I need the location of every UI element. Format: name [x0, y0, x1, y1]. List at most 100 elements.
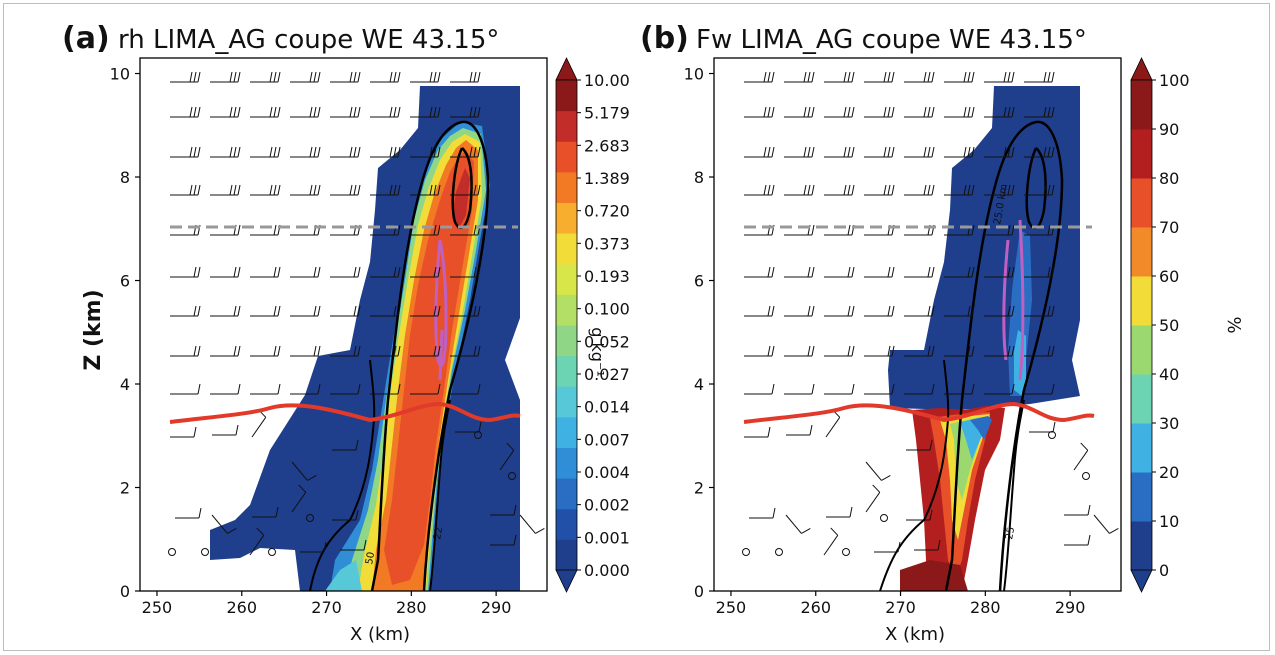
panel-a-xtick-label: 260 — [226, 598, 257, 617]
wind-barb-icon — [210, 266, 241, 278]
panel-b-colorbar-segment — [1131, 80, 1152, 130]
panel-b-colorbar-tick-label: 90 — [1159, 120, 1179, 139]
wind-barb-icon — [904, 71, 935, 83]
wind-barb-icon — [904, 106, 935, 118]
wind-barb-icon — [370, 184, 401, 196]
panel-a-ytick-label: 0 — [120, 582, 130, 601]
panel-a-field: 50 22 — [210, 86, 520, 591]
wind-barb-icon — [914, 539, 941, 551]
panel-a-colorbar: 0.0000.0010.0020.0040.0070.0140.0270.052… — [555, 57, 630, 593]
wind-barb-icon — [370, 106, 401, 118]
panel-a-colorbar-segment — [556, 447, 577, 479]
wind-barb-icon — [250, 184, 281, 196]
panel-a: (a) rh LIMA_AG coupe WE 43.15° 50 22 — [62, 21, 630, 645]
figure-frame — [3, 3, 1270, 651]
wind-barb-icon — [252, 506, 279, 518]
wind-barb-icon — [904, 146, 935, 158]
panel-a-colorbar-segment — [556, 202, 577, 234]
panel-a-label: (a) — [62, 21, 110, 56]
wind-barb-icon — [250, 266, 281, 278]
panel-b-ytick-label: 10 — [684, 65, 704, 84]
wind-barb-icon — [519, 514, 545, 534]
panel-b-contour-left — [879, 359, 950, 591]
wind-barb-icon — [906, 509, 933, 521]
wind-barb-icon — [864, 71, 895, 83]
wind-barb-icon — [410, 224, 441, 236]
wind-barb-icon — [944, 184, 975, 196]
panel-b-colorbar-tick-label: 0 — [1159, 561, 1169, 580]
panel-a-colorbar-tick-label: 2.683 — [584, 136, 630, 155]
panel-b-ytick-label: 2 — [694, 479, 704, 498]
wind-barb-icon — [370, 266, 401, 278]
wind-barb-icon — [944, 345, 975, 357]
wind-barb-icon — [410, 146, 441, 158]
panel-b-xtick-label: 290 — [1055, 598, 1086, 617]
wind-barb-icon — [984, 345, 1015, 357]
wind-barb-icon — [210, 71, 241, 83]
wind-barb-icon — [864, 106, 895, 118]
wind-barb-icon — [290, 345, 321, 357]
panel-a-colorbar-tick-label: 0.373 — [584, 234, 630, 253]
wind-barb-icon — [744, 383, 775, 395]
panel-a-colorbar-tick-label: 0.004 — [584, 463, 630, 482]
wind-barb-icon — [984, 184, 1015, 196]
wind-barb-icon — [944, 266, 975, 278]
wind-barb-icon — [330, 146, 361, 158]
wind-barb-icon — [784, 345, 815, 357]
wind-barb-icon — [944, 305, 975, 317]
wind-barb-icon — [944, 383, 975, 395]
panel-b-axes-box — [713, 57, 1122, 592]
wind-barb-icon — [944, 106, 975, 118]
panel-b-xlabel: X (km) — [885, 624, 945, 645]
wind-barb-icon — [944, 71, 975, 83]
panel-b-colorbar-segment — [1131, 374, 1152, 424]
panel-a-colorbar-tick-label: 0.001 — [584, 528, 630, 547]
calm-wind-circle-icon — [1048, 431, 1056, 439]
wind-barb-icon — [984, 71, 1015, 83]
wind-barb-icon — [984, 106, 1015, 118]
wind-barb-icon — [450, 305, 481, 317]
wind-barb-icon — [904, 305, 935, 317]
panel-a-colorbar-tick-label: 5.179 — [584, 104, 630, 123]
wind-barb-icon — [984, 224, 1015, 236]
wind-barb-icon — [300, 541, 327, 553]
wind-barb-icon — [250, 383, 281, 395]
wind-barb-icon — [490, 504, 517, 516]
wind-barb-icon — [785, 514, 811, 534]
wind-barb-icon — [824, 345, 855, 357]
panel-b-updraft-contour — [1002, 219, 1025, 381]
wind-barb-icon — [410, 266, 441, 278]
panel-a-colorbar-border — [555, 79, 578, 571]
wind-barb-icon — [410, 71, 441, 83]
panel-a-colorbar-tick-label: 0.014 — [584, 398, 630, 417]
wind-barb-icon — [410, 383, 441, 395]
wind-barb-icon — [370, 305, 401, 317]
panel-b-contour-label-1: 25 — [1004, 526, 1017, 540]
wind-barb-icon — [865, 461, 891, 481]
wind-barb-icon — [291, 484, 307, 513]
calm-wind-circle-icon — [842, 548, 850, 556]
wind-barb-icon — [823, 527, 839, 556]
panel-a-colorbar-label: g kg⁻¹ — [588, 327, 607, 377]
wind-barb-icon — [370, 146, 401, 158]
panel-a-wind-barbs — [168, 71, 545, 556]
wind-barb-icon — [784, 383, 815, 395]
wind-barb-icon — [944, 146, 975, 158]
panel-b-ytick-label: 6 — [694, 272, 704, 291]
wind-barb-icon — [210, 106, 241, 118]
panel-b-colorbar-segment — [1131, 472, 1152, 522]
calm-wind-circle-icon — [742, 548, 750, 556]
panel-a-ytick-label: 2 — [120, 479, 130, 498]
wind-barb-icon — [170, 345, 201, 357]
wind-barb-icon — [450, 184, 481, 196]
wind-barb-icon — [1024, 184, 1055, 196]
wind-barb-icon — [984, 266, 1015, 278]
wind-barb-icon — [370, 71, 401, 83]
panel-a-red-core — [384, 150, 474, 585]
panel-b-colorbar-segment — [1131, 521, 1152, 571]
panel-a-contour-right — [429, 399, 451, 591]
wind-barb-icon — [450, 106, 481, 118]
panel-a-colorbar-tick-label: 0.193 — [584, 267, 630, 286]
